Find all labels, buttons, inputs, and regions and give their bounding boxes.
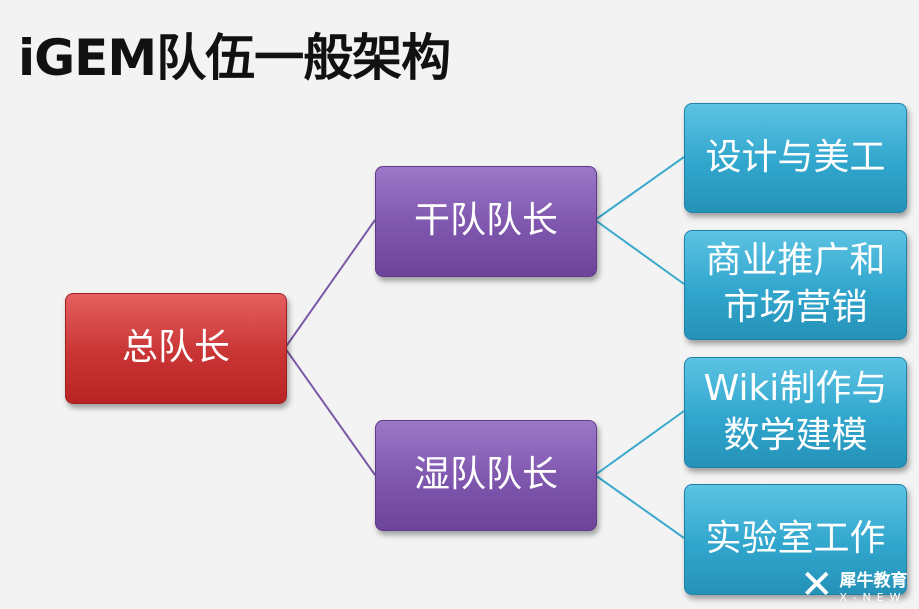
connector-wet-wiki (594, 410, 685, 476)
node-team-captain: 总队长 (65, 293, 287, 404)
node-lab-work: 实验室工作 (684, 484, 907, 595)
watermark-name: 犀牛教育 (839, 571, 908, 591)
connector-root-dry (284, 219, 376, 349)
connector-root-wet (284, 347, 376, 476)
node-design: 设计与美工 (684, 103, 907, 213)
node-wet-lab-captain: 湿队队长 (375, 420, 597, 531)
watermark-sub: X-NEW (839, 591, 907, 604)
node-dry-lab-captain: 干队队长 (375, 166, 597, 277)
node-business: 商业推广和 市场营销 (684, 230, 907, 340)
connector-dry-design (594, 156, 685, 221)
node-wiki-modeling: Wiki制作与 数学建模 (684, 357, 907, 468)
connector-wet-lab (594, 474, 685, 539)
watermark: ✕ 犀牛教育 X-NEW (800, 562, 908, 608)
watermark-logo-icon: ✕ (800, 562, 834, 608)
connector-dry-business (594, 219, 685, 285)
page-title: iGEM队伍一般架构 (18, 29, 451, 87)
